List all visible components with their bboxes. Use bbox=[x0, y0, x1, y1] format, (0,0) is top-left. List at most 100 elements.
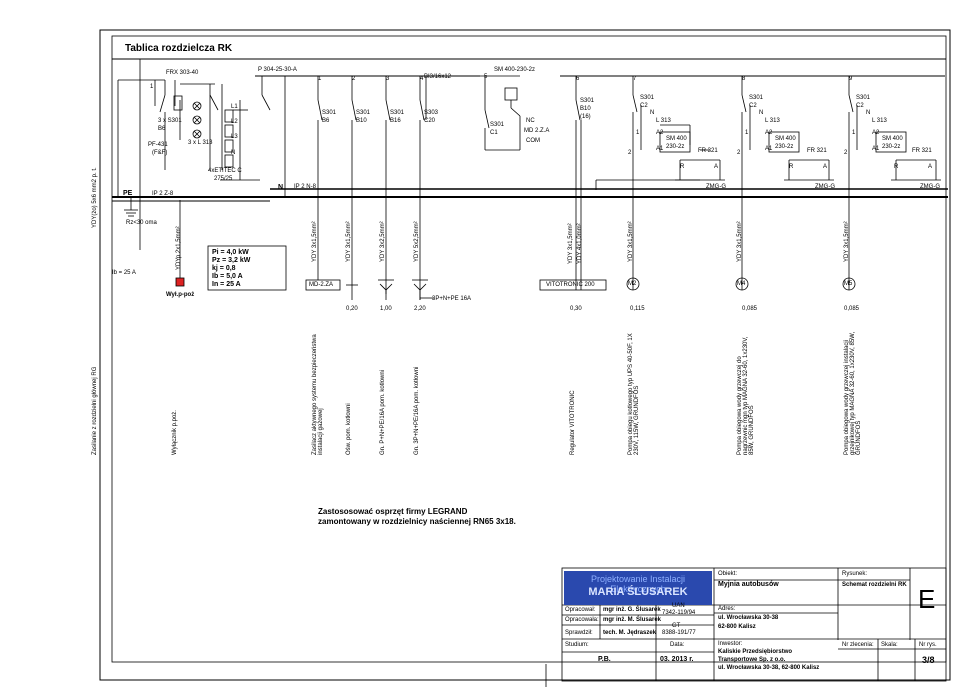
n-bus-label: N bbox=[278, 184, 284, 191]
relay-7-n: N bbox=[650, 110, 655, 116]
b6-label: B6 bbox=[158, 126, 166, 132]
ib-value: Ib = 5,0 A bbox=[212, 273, 243, 280]
etitec-label: 4xETITEC C bbox=[208, 168, 242, 174]
discipline-letter: E bbox=[918, 584, 936, 614]
circuit-2-type: S301 bbox=[356, 110, 371, 116]
kj-value: kj = 0,8 bbox=[212, 265, 236, 272]
circuit-6-type: S301 bbox=[580, 98, 595, 104]
relay-7-r: R bbox=[680, 164, 685, 170]
circuit-3-description: Gn. P+N+PE/16A pom. kotłowni bbox=[380, 369, 386, 455]
circuit-2-description: Ośw. pom. kotłowni bbox=[346, 403, 352, 455]
circuit-5-number: 5 bbox=[484, 74, 488, 80]
nr-rys-value: 3/8 bbox=[922, 655, 935, 665]
motor-m2: M2 bbox=[628, 281, 637, 287]
circuit-8-rating: C2 bbox=[749, 103, 757, 109]
circuit-2-power: 0,20 bbox=[346, 306, 358, 312]
drawing-title: Tablica rozdzielcza RK bbox=[125, 43, 233, 54]
inwestor-line-1: Kaliskie Przedsiębiorstwo bbox=[718, 649, 793, 655]
pz-value: Pz = 3,2 kW bbox=[212, 257, 251, 264]
circuit-6-cable-1: YDY 3x1,5mm² bbox=[568, 223, 574, 264]
relay-9-r: R bbox=[894, 164, 899, 170]
circuit-9-cable: YDY 3x1,5mm² bbox=[844, 221, 850, 262]
relay-8-n: N bbox=[759, 110, 764, 116]
circuit-7-type: S301 bbox=[640, 95, 655, 101]
circuit-4-number: 4 bbox=[420, 76, 424, 82]
uan-value: 7342-119/94 bbox=[662, 610, 696, 616]
relay-8-a: A bbox=[823, 164, 828, 170]
circuit-7-number: 7 bbox=[633, 76, 637, 82]
relay-9-n: N bbox=[866, 110, 871, 116]
logo-line-2: MARIA ŚLUSAREK bbox=[588, 586, 688, 598]
circuit-4-type: S303 bbox=[424, 110, 439, 116]
feed-cable-label: YDY(żo) 5x6 mm2 p. t. bbox=[92, 167, 98, 228]
relay-9-a2: A2 bbox=[872, 130, 880, 136]
uan-label: UAN bbox=[672, 603, 685, 609]
circuit-7-cable: YDY 3x1,5mm² bbox=[628, 221, 634, 262]
circuit-3-type: S301 bbox=[390, 110, 405, 116]
circuit-4-description: Gn. 3P+N+PE/16A pom. kotłowni bbox=[414, 366, 420, 455]
circuit-2-rating: B10 bbox=[356, 118, 367, 124]
opracowal-label: Opracował: bbox=[565, 607, 596, 613]
phase-l3-label: L3 bbox=[231, 134, 238, 140]
earth-resistance-label: Rz<30 oma bbox=[126, 220, 157, 226]
s301-label: 3 x S301 bbox=[158, 118, 182, 124]
circuit-5-type: S301 bbox=[490, 122, 505, 128]
circuit-1-cable: YDY 3x1,5mm² bbox=[312, 221, 318, 262]
md-label: MD 2.Z.A bbox=[524, 128, 550, 134]
relay-9-zmg: ZMG-G bbox=[920, 184, 940, 190]
circuit-9-power: 0,085 bbox=[844, 306, 860, 312]
relay-9-a: A bbox=[928, 164, 933, 170]
phase-l1-label: L1 bbox=[231, 104, 238, 110]
adres-line-2: 62-800 Kalisz bbox=[718, 624, 756, 630]
relay-8-zmg: ZMG-G bbox=[815, 184, 835, 190]
inwestor-label: Inwestor: bbox=[718, 641, 743, 647]
relay-7-a: A bbox=[714, 164, 719, 170]
nr-rys-label: Nr rys. bbox=[919, 642, 937, 648]
pe-label: PE bbox=[123, 190, 133, 197]
circuit-9-type: S301 bbox=[856, 95, 871, 101]
nc-label: NC bbox=[526, 118, 535, 124]
circuit-9-description: Pompa obiegowa wody grzewczej instalacji… bbox=[844, 331, 862, 455]
relay-8-r: R bbox=[789, 164, 794, 170]
rysunek-label: Rysunek: bbox=[842, 571, 868, 577]
relay-8-fr: FR 321 bbox=[807, 148, 827, 154]
relay-7-sm2: 230-2z bbox=[666, 144, 685, 150]
relay-7-a2: A2 bbox=[656, 130, 664, 136]
sprawdzil-value: tech. M. Jędraszek bbox=[603, 630, 657, 636]
logo-line-1: Projektowanie Instalacji Elektrycznych bbox=[590, 574, 686, 594]
adres-label: Adres: bbox=[718, 606, 736, 612]
circuit-6-device: VITOTRONIC 200 bbox=[546, 282, 595, 288]
relay-8-i2: 2 bbox=[737, 150, 741, 156]
relay-7-i2: 2 bbox=[628, 150, 632, 156]
circuit-8-description: Pompa obiegowa wody grzewczej do nagrzew… bbox=[737, 336, 755, 455]
note-line-2: zamontowany w rozdzielnicy naściennej RN… bbox=[318, 517, 516, 526]
frx-label: FRX 303-40 bbox=[166, 70, 199, 76]
relay-8-a1: A1 bbox=[765, 146, 773, 152]
skala-label: Skala: bbox=[881, 642, 898, 648]
pi-value: Pi = 4,0 kW bbox=[212, 249, 249, 256]
circuit-8-cable: YDY 3x1,5mm² bbox=[737, 221, 743, 262]
circuit-5-rating: C1 bbox=[490, 130, 498, 136]
studium-value: P.B. bbox=[598, 656, 611, 663]
circuit-8-type: S301 bbox=[749, 95, 764, 101]
p304-label: P 304-25-30-A bbox=[258, 67, 297, 73]
relay-8-a2: A2 bbox=[765, 130, 773, 136]
relay-8-sm: SM 400 bbox=[775, 136, 796, 142]
inwestor-line-3: ul. Wrocławska 30-38, 62-800 Kalisz bbox=[718, 665, 820, 671]
relay-9-lamp: L 313 bbox=[872, 118, 887, 124]
circuit-4-cable: YDY 5x2,5mm² bbox=[414, 221, 420, 262]
ip-z8-label: IP 2 Z-8 bbox=[152, 191, 174, 197]
pf431-label: PF-431 bbox=[148, 142, 168, 148]
circuit-4-socket: 3P+N+PE 16A bbox=[432, 296, 472, 302]
opracowala-value: mgr inż. M. Ślusarek bbox=[603, 617, 662, 623]
sprawdzil-label: Sprawdził: bbox=[565, 630, 593, 636]
lamps-label: 3 x L 313 bbox=[188, 140, 213, 146]
obiekt-label: Obiekt: bbox=[718, 571, 738, 577]
circuit-6-cable-2: YDY 4x1,0mm² bbox=[577, 223, 583, 264]
relay-7-a1: A1 bbox=[656, 146, 664, 152]
rysunek-value: Schemat rozdzielni RK bbox=[842, 582, 907, 588]
motor-m5: M5 bbox=[844, 281, 853, 287]
opracowala-label: Opracowała: bbox=[565, 617, 599, 623]
